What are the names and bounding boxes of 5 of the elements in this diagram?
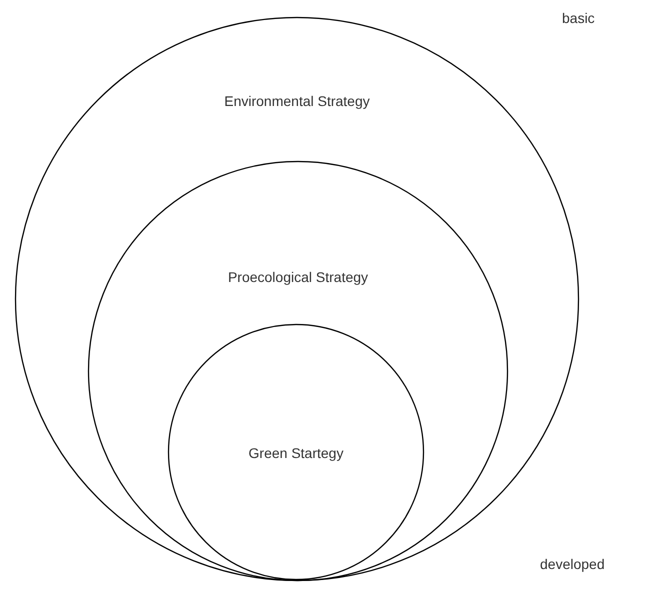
circle-label: Environmental Strategy bbox=[223, 93, 371, 109]
scale-label: basic bbox=[562, 10, 595, 26]
circle-label: Proecological Strategy bbox=[226, 269, 370, 285]
scale-label: developed bbox=[540, 556, 605, 572]
circle-label: Green Startegy bbox=[248, 445, 344, 461]
